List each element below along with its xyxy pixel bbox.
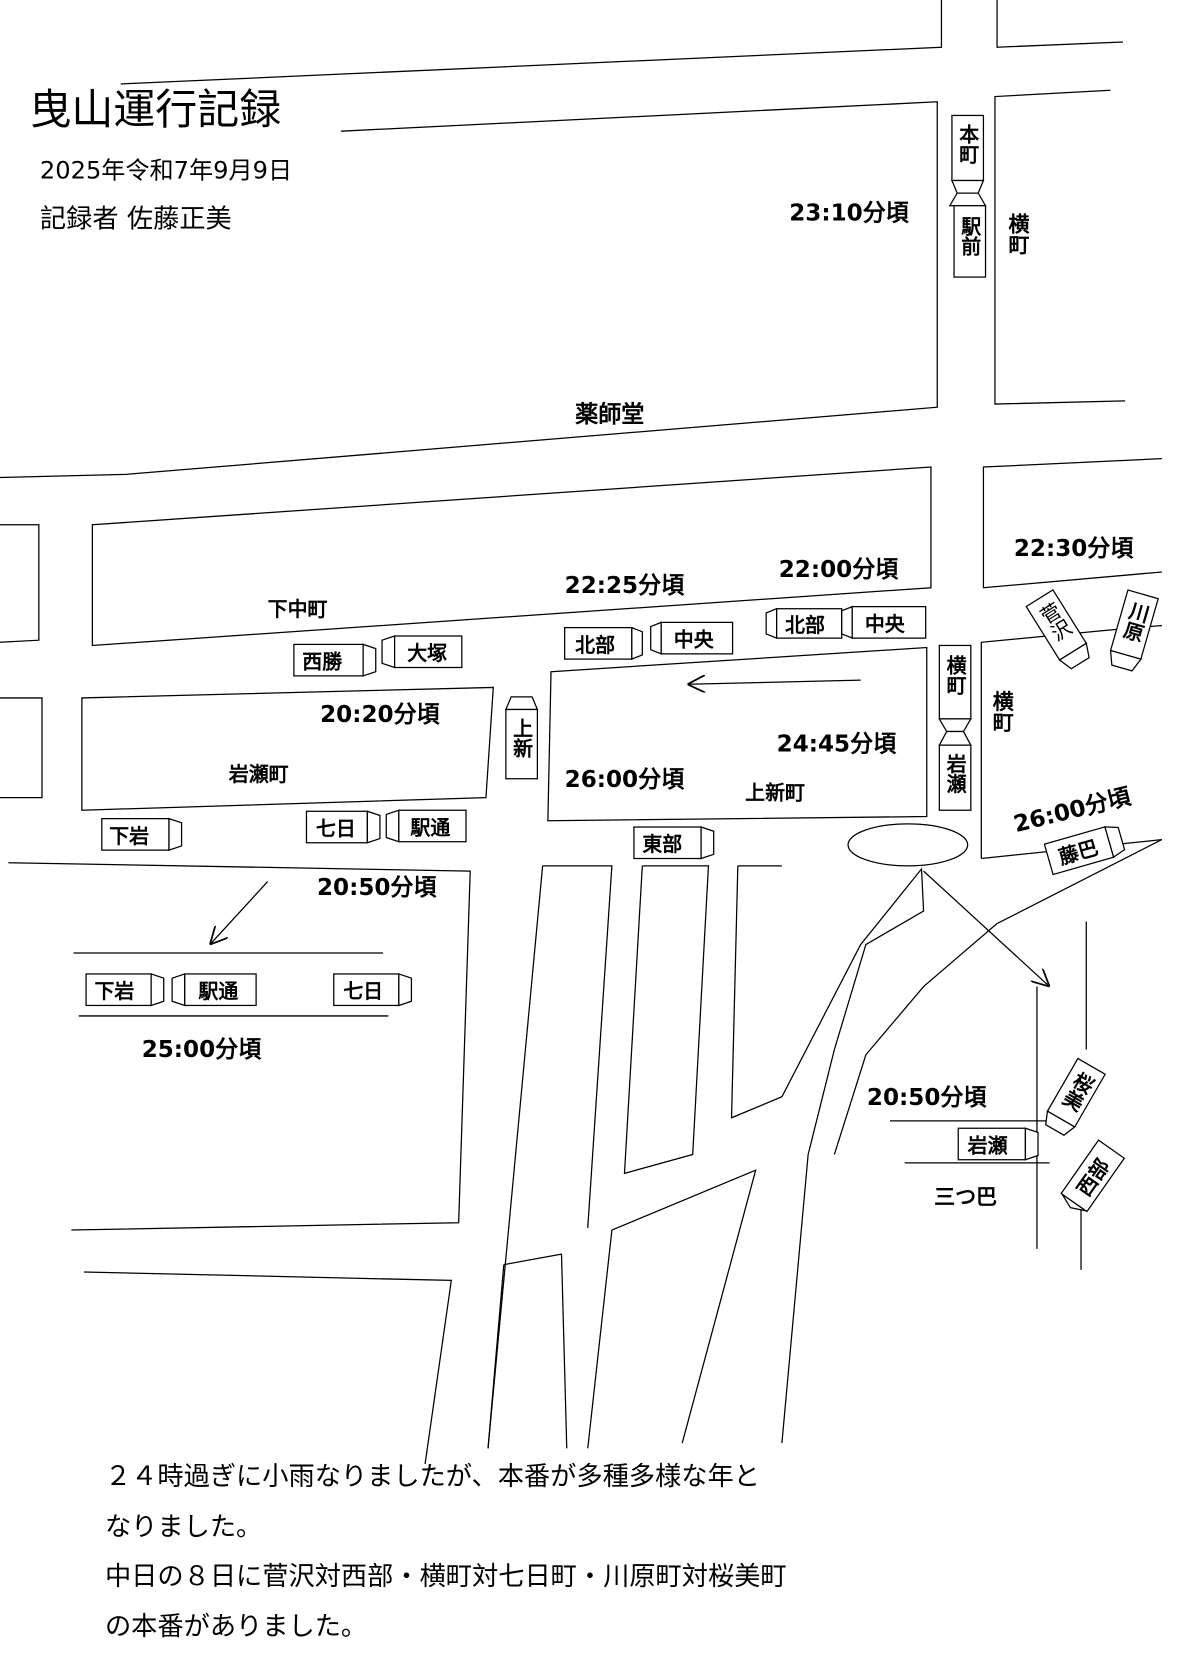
float-label: 中央 xyxy=(865,612,906,636)
float-fujitomoe: 藤巴 xyxy=(1043,826,1126,876)
float-label: 岩瀬 xyxy=(967,1133,1008,1157)
float-label: 駅前 xyxy=(958,216,982,256)
float-ekidori: 駅通 xyxy=(385,809,467,843)
float-iwase: 岩瀬 xyxy=(938,730,972,811)
time-label: 20:50分頃 xyxy=(317,875,438,901)
float-label: 大塚 xyxy=(407,641,447,665)
float-label: 駅通 xyxy=(197,979,238,1003)
place-yokomachi: 横町 xyxy=(990,691,1014,733)
place-mitsudomoe: 三つ巴 xyxy=(934,1185,997,1209)
time-label: 26:00分頃 xyxy=(565,767,686,793)
time-label: 25:00分頃 xyxy=(142,1037,263,1063)
note-line: なりました。 xyxy=(105,1512,262,1542)
float-tobu: 東部 xyxy=(633,826,715,860)
float-shimoiwa: 下岩 xyxy=(85,973,165,1007)
float-chuo: 中央 xyxy=(650,621,734,655)
page-title: 曳山運行記録 xyxy=(29,85,281,134)
float-iwase: 岩瀬 xyxy=(957,1127,1039,1161)
record-date: 2025年令和7年9月9日 xyxy=(40,156,292,184)
time-label: 22:30分頃 xyxy=(1014,536,1135,562)
float-label: 下岩 xyxy=(109,824,149,848)
float-otsuka: 大塚 xyxy=(381,635,463,669)
float-label: 駅通 xyxy=(409,815,450,839)
float-ekidori: 駅通 xyxy=(171,973,257,1007)
float-label: 本町 xyxy=(956,123,980,163)
float-nanoka: 七日 xyxy=(305,810,381,844)
note-line: の本番がありました。 xyxy=(105,1612,367,1642)
note-line: 中日の８日に菅沢対西部・横町対七日町・川原町対桜美町 xyxy=(105,1562,787,1592)
float-label: 岩瀬 xyxy=(943,753,967,794)
direction-arrow xyxy=(687,680,861,684)
float-label: 上新 xyxy=(510,717,534,758)
float-shimoiwa: 下岩 xyxy=(101,817,183,851)
time-label: 24:45分頃 xyxy=(777,731,898,757)
float-label: 東部 xyxy=(642,832,682,856)
direction-arrow xyxy=(210,881,269,945)
float-label: 七日 xyxy=(343,979,383,1003)
place-yakushido: 薬師堂 xyxy=(575,401,644,428)
float-kamishin: 上新 xyxy=(504,696,539,780)
direction-arrow xyxy=(923,870,1050,986)
float-chuo: 中央 xyxy=(841,605,927,640)
float-oubi: 桜美 xyxy=(1045,1057,1107,1136)
time-label: 22:25分頃 xyxy=(565,573,686,599)
place-yokomachi: 横町 xyxy=(1006,213,1030,255)
float-label: 北部 xyxy=(785,613,825,637)
float-nanoka: 七日 xyxy=(333,973,413,1007)
float-label: 下岩 xyxy=(94,979,134,1003)
floats: 本町 駅前 横町 岩瀬 上新 西勝 大塚 北部 中央 北部 中央 下岩 七日 駅… xyxy=(85,114,1159,1213)
float-label: 中央 xyxy=(674,628,715,652)
time-label: 23:10分頃 xyxy=(789,200,910,226)
float-label: 西勝 xyxy=(302,650,343,674)
recorder: 記録者 佐藤正美 xyxy=(40,205,232,235)
float-label: 北部 xyxy=(575,633,615,657)
time-label: 20:50分頃 xyxy=(867,1085,988,1111)
float-saisho: 西勝 xyxy=(293,643,377,677)
roads xyxy=(0,0,1163,1465)
float-seibu: 西部 xyxy=(1060,1139,1126,1213)
float-yokomachi: 横町 xyxy=(938,644,972,733)
float-hokubu: 北部 xyxy=(564,626,643,661)
float-sugasawa: 菅沢 xyxy=(1025,589,1090,670)
footer-note: ２４時過ぎに小雨なりましたが、本番が多種多様な年と なりました。 中日の８日に菅… xyxy=(105,1462,787,1642)
float-hokubu: 北部 xyxy=(765,607,843,640)
place-iwasemachi: 岩瀬町 xyxy=(228,762,289,786)
float-ekimae: 駅前 xyxy=(948,192,987,278)
time-label: 20:20分頃 xyxy=(320,702,441,728)
float-kawara: 川原 xyxy=(1109,589,1159,672)
float-honmachi: 本町 xyxy=(950,114,985,194)
place-shimonakamachi: 下中町 xyxy=(268,597,328,621)
note-line: ２４時過ぎに小雨なりましたが、本番が多種多様な年と xyxy=(105,1462,760,1492)
time-labels: 23:10分頃 22:00分頃 22:25分頃 22:30分頃 20:20分頃 … xyxy=(142,200,1135,1111)
float-label: 横町 xyxy=(943,653,967,694)
float-label: 七日 xyxy=(316,816,356,840)
time-label: 22:00分頃 xyxy=(779,557,900,583)
place-kamishinmachi: 上新町 xyxy=(745,781,805,805)
